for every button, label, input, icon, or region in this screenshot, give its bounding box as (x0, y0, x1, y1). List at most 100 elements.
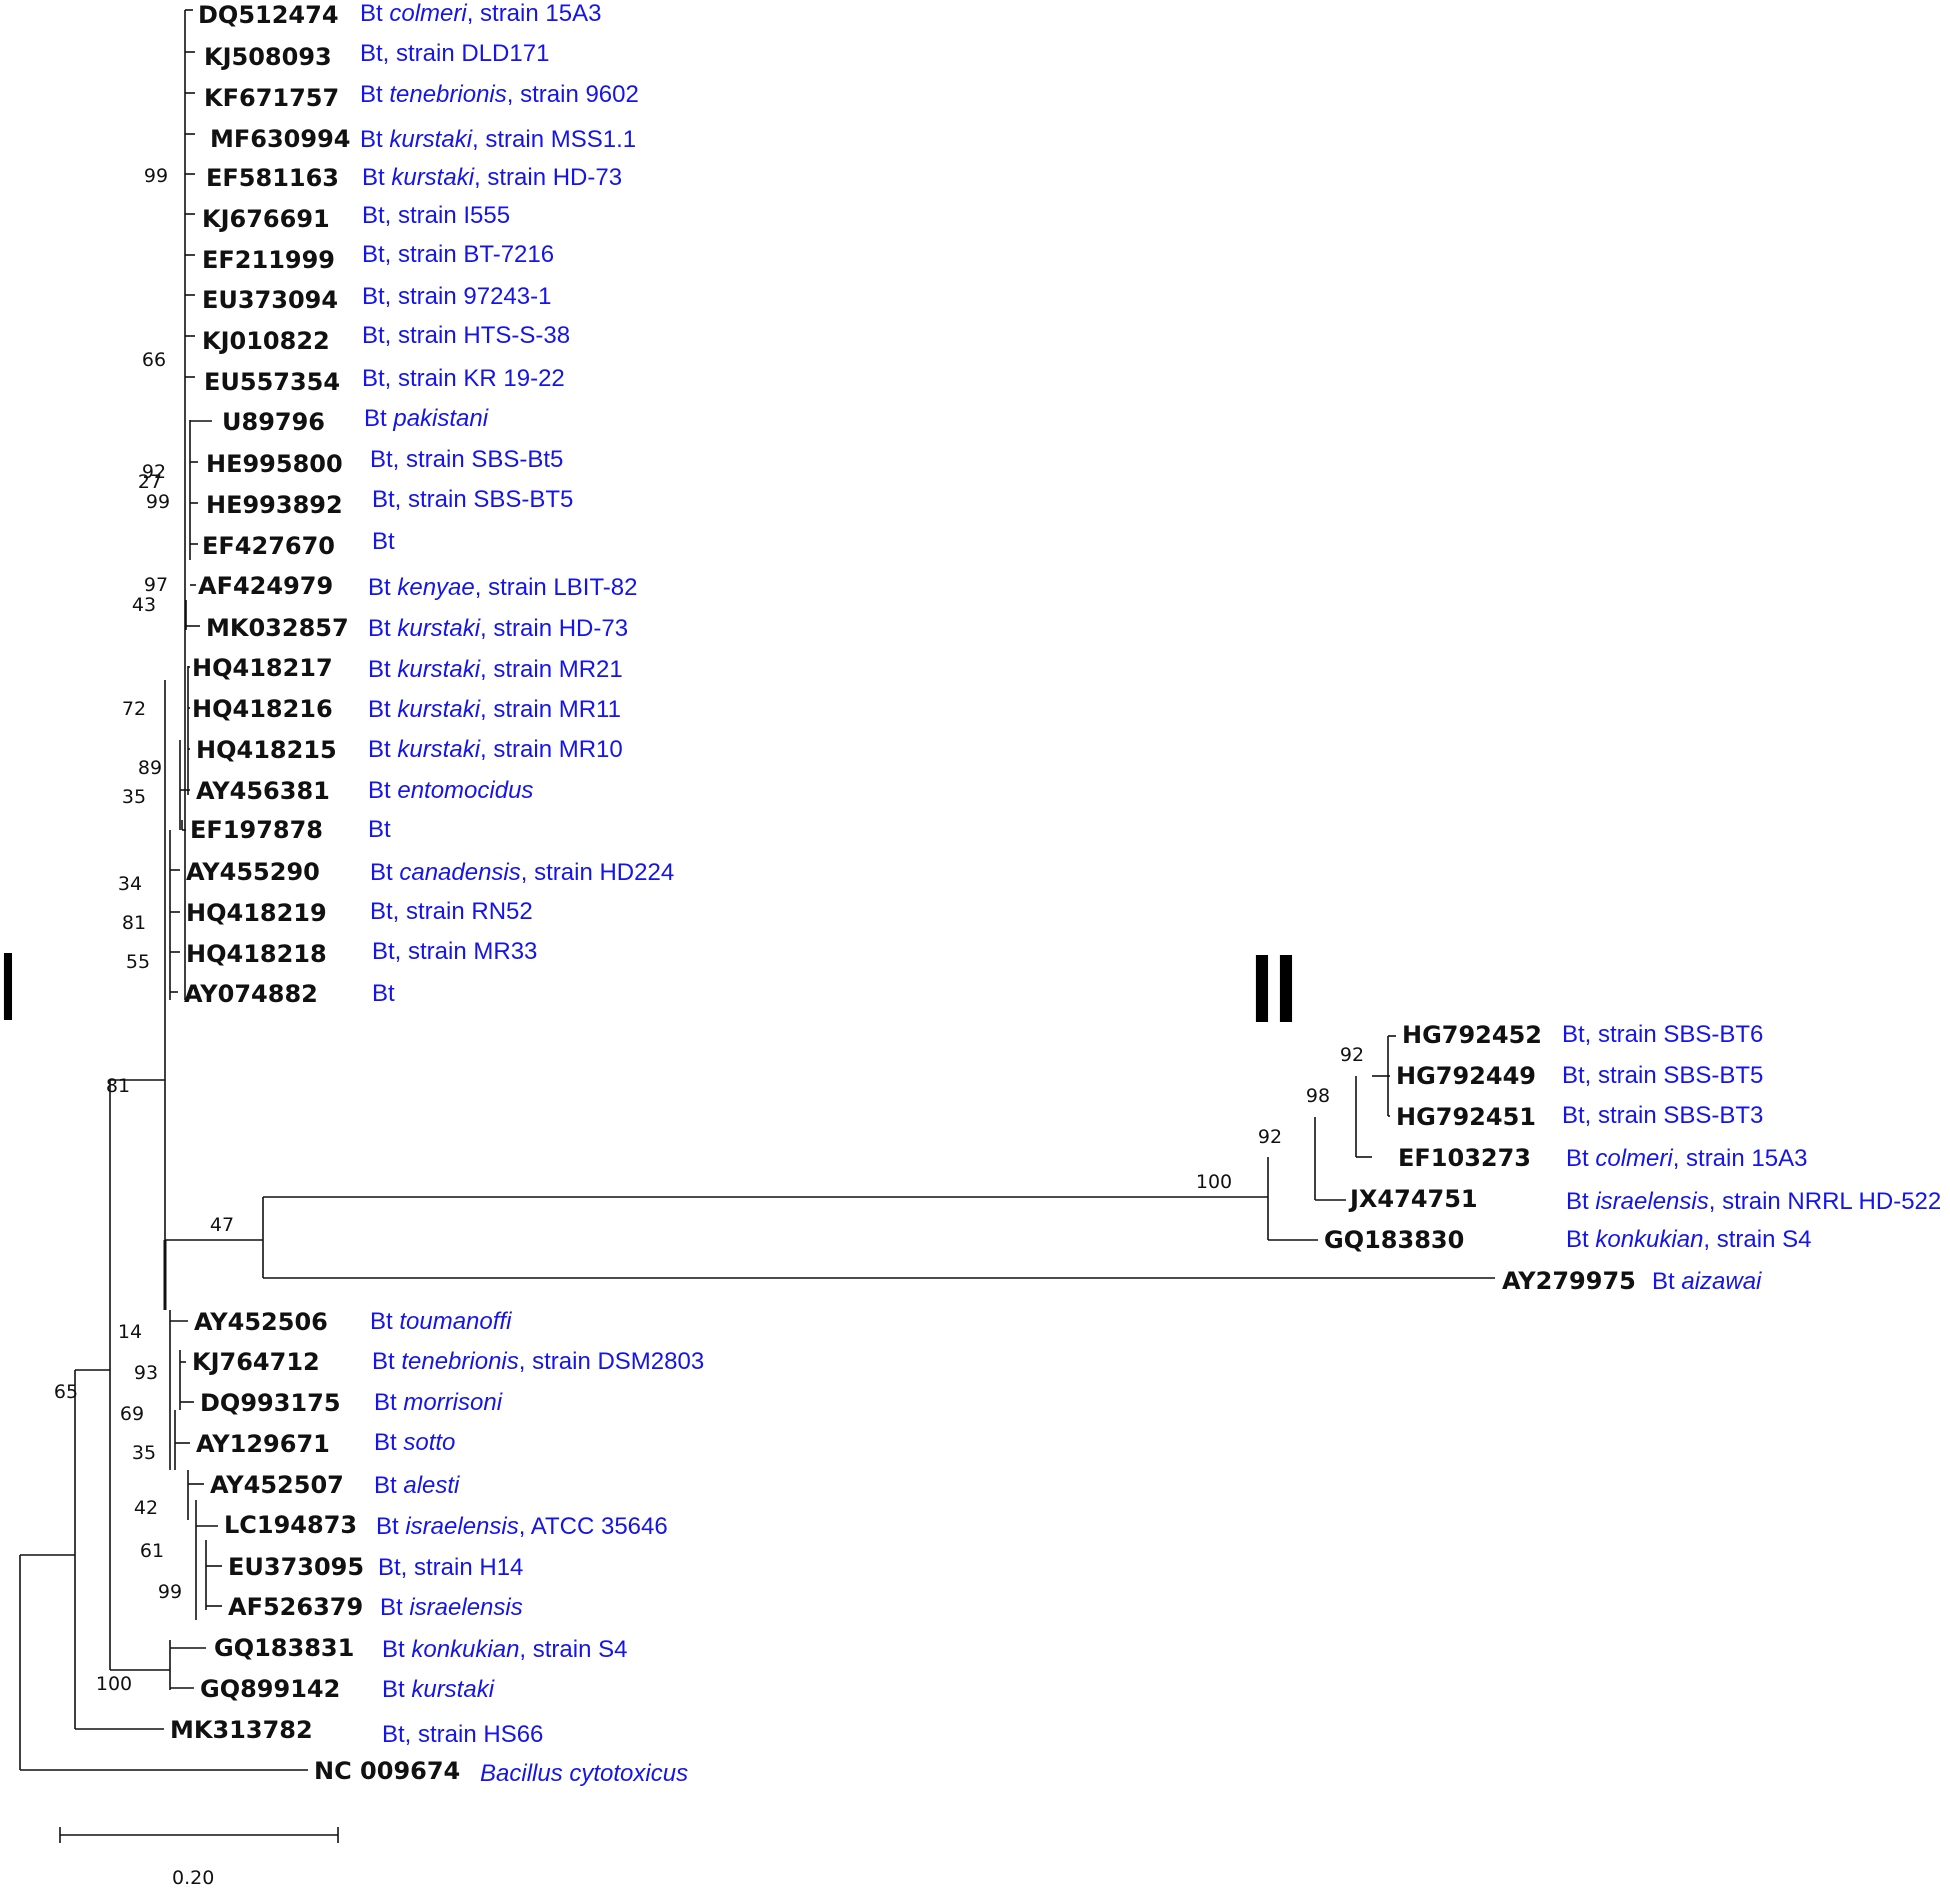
bootstrap-value: 61 (140, 1540, 164, 1562)
scale-bar: 0.20 (59, 1827, 339, 1889)
taxon-name: Bt, strain RN52 (370, 898, 533, 925)
taxon-accession: LC194873 (224, 1511, 357, 1539)
taxon-accession: KJ764712 (192, 1348, 320, 1376)
taxon-name: Bt, strain BT-7216 (362, 241, 554, 268)
bootstrap-value: 35 (132, 1442, 156, 1464)
taxon-accession: AF424979 (198, 572, 333, 600)
taxon-name: Bt colmeri, strain 15A3 (360, 0, 601, 27)
bootstrap-value: 65 (54, 1381, 78, 1403)
taxon-name: Bt, strain SBS-BT6 (1562, 1021, 1763, 1048)
taxon-name: Bt, strain SBS-Bt5 (370, 446, 563, 473)
taxon-name: Bt, strain HTS-S-38 (362, 322, 570, 349)
bootstrap-value: 81 (122, 912, 146, 934)
taxon-accession: MF630994 (210, 125, 350, 153)
taxon-accession: HG792449 (1396, 1062, 1536, 1090)
taxon-accession: GQ183831 (214, 1634, 354, 1662)
taxon-accession: JX474751 (1348, 1185, 1478, 1213)
taxon-accession: DQ993175 (200, 1389, 341, 1417)
bootstrap-value: 100 (1196, 1171, 1232, 1193)
taxon-name: Bt, strain KR 19-22 (362, 365, 565, 392)
taxon-accession: U89796 (222, 408, 325, 436)
taxon-name: Bt kurstaki, strain MR21 (368, 656, 623, 683)
taxon-name: Bt canadensis, strain HD224 (370, 859, 674, 886)
taxon-accession: EU557354 (204, 368, 340, 396)
taxon-name: Bt, strain SBS-BT5 (1562, 1062, 1763, 1089)
taxon-accession: AY074882 (184, 980, 318, 1008)
bootstrap-value: 55 (126, 951, 150, 973)
taxon-name: Bacillus cytotoxicus (480, 1760, 688, 1787)
taxon-accession: HQ418216 (192, 695, 333, 723)
taxon-name: Bt (372, 528, 395, 555)
taxon-accession: AY129671 (196, 1430, 330, 1458)
clade-II-label: II (1250, 937, 1298, 1044)
bootstrap-value: 99 (146, 491, 170, 513)
taxon-name: Bt konkukian, strain S4 (1566, 1226, 1811, 1253)
taxon-accession: AY279975 (1502, 1267, 1636, 1295)
taxon-name: Bt kurstaki, strain MR11 (368, 696, 621, 723)
taxon-accession: EF103273 (1398, 1144, 1531, 1172)
taxon-name: Bt konkukian, strain S4 (382, 1636, 627, 1663)
bootstrap-value: 99 (158, 1581, 182, 1603)
taxon-name: Bt, strain SBS-BT5 (372, 486, 573, 513)
taxon-name: Bt israelensis, ATCC 35646 (376, 1513, 668, 1540)
bootstrap-value: 97 (144, 574, 168, 596)
taxon-accession: HE995800 (206, 450, 343, 478)
taxon-accession: MK313782 (170, 1716, 313, 1744)
taxon-name: Bt israelensis, strain NRRL HD-522 (1566, 1188, 1941, 1215)
taxon-name: Bt, strain 97243-1 (362, 283, 551, 310)
taxon-accession: MK032857 (206, 614, 349, 642)
taxon-accession: AY455290 (186, 858, 320, 886)
taxon-name: Bt kurstaki, strain HD-73 (368, 615, 628, 642)
taxon-accession: KJ010822 (202, 327, 330, 355)
bootstrap-value: 93 (134, 1362, 158, 1384)
taxon-accession: AY452506 (194, 1308, 328, 1336)
bootstrap-value: 66 (142, 349, 166, 371)
taxon-accession: EF197878 (190, 816, 323, 844)
taxon-accession: HG792452 (1402, 1021, 1542, 1049)
taxon-accession: HQ418219 (186, 899, 327, 927)
bootstrap-value: 14 (118, 1321, 142, 1343)
taxon-name: Bt kurstaki, strain HD-73 (362, 164, 622, 191)
taxon-name: Bt kurstaki (382, 1676, 495, 1703)
bootstrap-value: 42 (134, 1497, 158, 1519)
taxon-accession: EU373095 (228, 1553, 364, 1581)
taxon-name: Bt, strain SBS-BT3 (1562, 1102, 1763, 1129)
taxon-accession: KF671757 (204, 84, 339, 112)
taxon-accession: HG792451 (1396, 1103, 1536, 1131)
taxon-name: Bt israelensis (380, 1594, 523, 1621)
taxon-name: Bt, strain H14 (378, 1554, 523, 1581)
taxon-accession: AF526379 (228, 1593, 363, 1621)
taxon-name: Bt morrisoni (374, 1389, 503, 1416)
bootstrap-value: 47 (210, 1214, 234, 1236)
taxon-name: Bt toumanoffi (370, 1308, 512, 1335)
bootstrap-value: 92 (142, 461, 166, 483)
taxon-name: Bt, strain MR33 (372, 938, 537, 965)
taxon-accession: HQ418217 (192, 654, 333, 682)
bootstrap-value: 27 (138, 471, 162, 493)
taxon-name: Bt, strain I555 (362, 202, 510, 229)
taxon-name: Bt, strain DLD171 (360, 40, 549, 67)
taxon-name: Bt tenebrionis, strain 9602 (360, 81, 639, 108)
bootstrap-value: 99 (144, 165, 168, 187)
taxon-accession: EF581163 (206, 164, 339, 192)
bootstrap-value: 72 (122, 698, 146, 720)
taxon-name: Bt (368, 816, 391, 843)
taxon-name: Bt (372, 980, 395, 1007)
taxon-accession: NC 009674 (314, 1757, 460, 1785)
bootstrap-value: 43 (132, 594, 156, 616)
taxon-name: Bt kenyae, strain LBIT-82 (368, 574, 637, 601)
taxon-accession: HQ418215 (196, 736, 337, 764)
taxon-accession: AY456381 (196, 777, 330, 805)
scale-bar-label: 0.20 (172, 1867, 214, 1889)
bootstrap-value: 81 (106, 1075, 130, 1097)
taxon-accession: HQ418218 (186, 940, 327, 968)
taxon-name: Bt kurstaki, strain MSS1.1 (360, 126, 636, 153)
taxon-accession: KJ676691 (202, 205, 330, 233)
bootstrap-value: 89 (138, 757, 162, 779)
taxon-name: Bt aizawai (1652, 1268, 1762, 1295)
taxon-accession: EF211999 (202, 246, 335, 274)
taxon-accession: EF427670 (202, 532, 335, 560)
taxon-name: Bt tenebrionis, strain DSM2803 (372, 1348, 704, 1375)
